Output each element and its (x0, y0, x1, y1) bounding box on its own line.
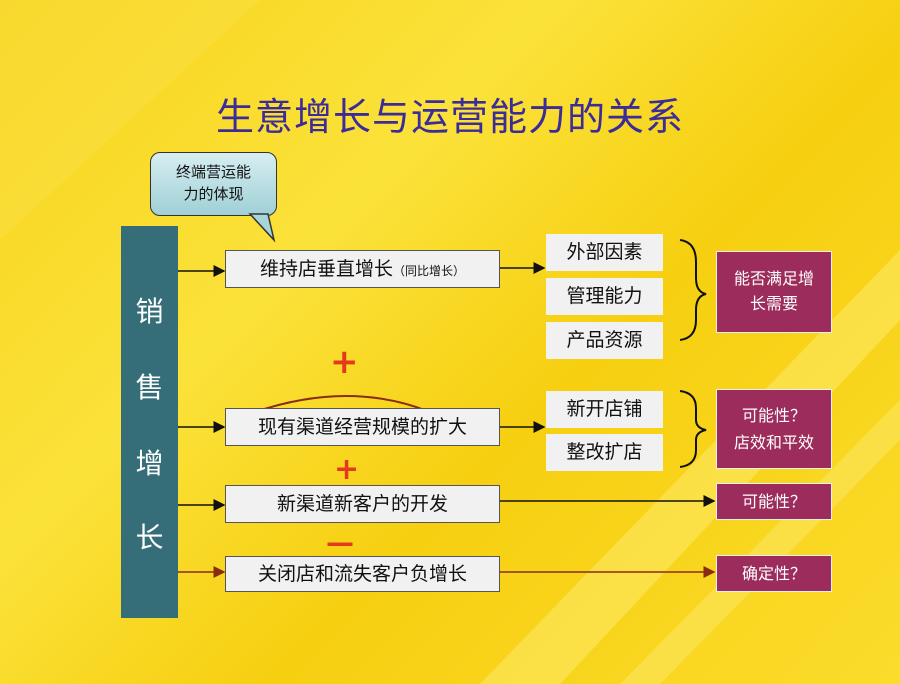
brace-top (679, 239, 707, 341)
vertical-growth-main: 维持店垂直增长 (259, 258, 393, 280)
factor-new-store: 新开店铺 (546, 391, 663, 428)
vertical-growth-box: 维持店垂直增长（同比增长） (225, 250, 500, 288)
outcome-new: 可能性？ (716, 483, 832, 520)
arc-over-expand (254, 395, 431, 413)
outcome-close: 确定性？ (716, 555, 832, 592)
expand-channel-box: 现有渠道经营规模的扩大 (225, 408, 500, 446)
vertical-char-2: 售 (135, 371, 164, 404)
callout-line-2: 力的体现 (183, 185, 244, 203)
vertical-char-3: 增 (135, 447, 164, 480)
outcome-mid-line-2: 店效和平效 (733, 433, 814, 452)
brace-mid (679, 390, 707, 468)
new-channel-box: 新渠道新客户的开发 (225, 485, 500, 523)
plus-operator-1: + (330, 342, 359, 382)
close-loss-box: 关闭店和流失客户负增长 (225, 556, 500, 592)
plus-operator-2: + (334, 452, 360, 487)
outcome-mid: 可能性？ 店效和平效 (716, 389, 832, 469)
vertical-growth-sub: （同比增长） (393, 264, 466, 278)
minus-operator: — (326, 526, 354, 559)
vertical-char-4: 长 (135, 521, 164, 554)
outcome-mid-line-1: 可能性？ (741, 406, 806, 425)
vertical-char-1: 销 (135, 295, 164, 328)
factor-product: 产品资源 (546, 322, 663, 359)
callout-line-1: 终端营运能 (175, 163, 251, 181)
page-title: 生意增长与运营能力的关系 (215, 95, 684, 139)
sales-growth-bar: 销 售 增 长 (121, 226, 178, 618)
callout-tail (248, 213, 276, 243)
factor-renovate: 整改扩店 (546, 434, 663, 471)
outcome-top: 能否满足增 长需要 (716, 251, 832, 333)
factor-external: 外部因素 (546, 234, 663, 271)
callout-bubble: 终端营运能 力的体现 (150, 152, 277, 216)
factor-management: 管理能力 (546, 278, 663, 315)
outcome-top-line-1: 能否满足增 (733, 269, 814, 288)
outcome-top-line-2: 长需要 (749, 294, 798, 313)
